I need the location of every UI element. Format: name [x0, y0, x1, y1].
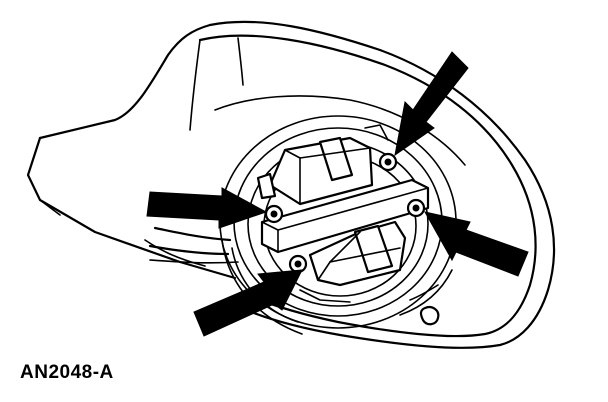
lower-adjuster-motor [299, 220, 440, 326]
screw-upper-right [378, 152, 398, 172]
mirror-mount-arm [26, 23, 237, 280]
callout-arrows [146, 51, 529, 337]
callout-arrow-top [394, 51, 469, 157]
screw-left [264, 204, 284, 224]
screw-right [406, 198, 426, 218]
callout-arrow-left [146, 187, 268, 229]
figure-label: AN2048-A [20, 362, 114, 383]
wiring-harness [148, 226, 239, 264]
callout-arrow-right [424, 211, 529, 277]
screw-lower [288, 254, 308, 274]
mounting-bracket [260, 178, 430, 254]
mirror-housing-outer [189, 20, 556, 349]
upper-adjuster-motor [256, 124, 389, 206]
mounting-screws [264, 152, 426, 274]
callout-arrow-bottom [193, 269, 303, 337]
